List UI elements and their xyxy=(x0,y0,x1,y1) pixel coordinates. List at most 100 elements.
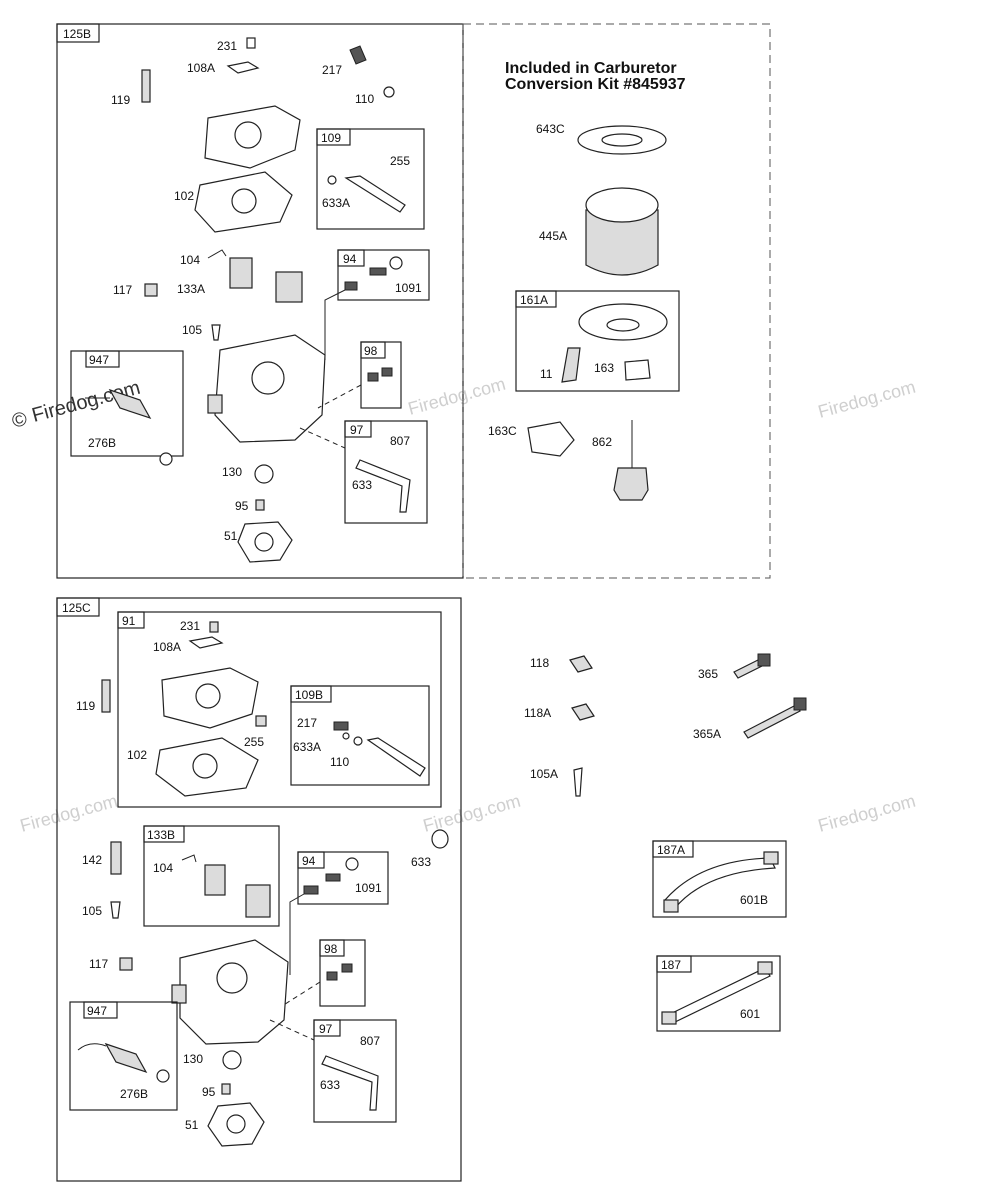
c-part-276B-washer-icon xyxy=(156,1069,170,1083)
tag-98c xyxy=(319,939,345,957)
kit-heading-line2: Conversion Kit #845937 xyxy=(505,76,686,93)
float-left-icon xyxy=(229,257,253,289)
label-633: 633 xyxy=(352,478,372,492)
label-231: 231 xyxy=(217,39,237,53)
part-105A-icon xyxy=(573,767,583,797)
label-276B: 276B xyxy=(88,436,116,450)
body-bore-icon xyxy=(251,361,285,395)
screw-98-icon xyxy=(381,367,393,377)
tag-109B xyxy=(290,685,332,703)
leader-98 xyxy=(317,384,362,409)
c-body-bore-icon xyxy=(216,962,248,994)
label-163: 163 xyxy=(594,361,614,375)
cover-bore-icon xyxy=(234,121,262,149)
frame-133B xyxy=(143,825,280,927)
frame-161A xyxy=(515,290,680,392)
box-label-109: 109 xyxy=(321,131,341,145)
c-label-104: 104 xyxy=(153,861,173,875)
c-label-102: 102 xyxy=(127,748,147,762)
c-cover-bore-icon xyxy=(195,683,221,709)
label-105A: 105A xyxy=(530,767,558,781)
label-118: 118 xyxy=(530,656,549,670)
part-161A-bore-icon xyxy=(606,318,640,332)
c-gasket-bore-icon xyxy=(192,753,218,779)
frame-187A xyxy=(652,840,787,918)
tag-187A xyxy=(652,840,694,858)
part-118A-icon xyxy=(571,703,595,721)
box-label-97c: 97 xyxy=(319,1022,333,1036)
frame-947 xyxy=(70,350,184,457)
label-102: 102 xyxy=(174,189,194,203)
c-label-51: 51 xyxy=(185,1118,199,1132)
tag-125B xyxy=(56,23,100,43)
part-11-tube-icon xyxy=(561,347,581,383)
c-label-633-top: 633 xyxy=(411,855,431,869)
label-11: 11 xyxy=(540,367,553,381)
c-part-633-bushing-icon xyxy=(431,829,449,849)
clamp-187-a-icon xyxy=(661,1011,677,1025)
label-1091: 1091 xyxy=(395,281,422,295)
tag-91 xyxy=(117,611,145,629)
c-label-276B: 276B xyxy=(120,1087,148,1101)
label-119: 119 xyxy=(111,93,130,107)
box-label-94c: 94 xyxy=(302,854,316,868)
kit-heading-line1: Included in Carburetor xyxy=(505,60,677,77)
c-gasket-51-bore-icon xyxy=(226,1114,246,1134)
part-231-icon xyxy=(246,37,256,49)
tag-94 xyxy=(337,249,365,267)
throttle-shaft-97-icon xyxy=(355,459,411,513)
label-365A: 365A xyxy=(693,727,721,741)
c-label-217: 217 xyxy=(297,716,317,730)
frame-125C xyxy=(56,597,462,1182)
c-shaft-109B-icon xyxy=(366,737,426,777)
c-label-142: 142 xyxy=(82,853,102,867)
c-part-1091-icon xyxy=(345,857,359,871)
c-part-105-icon xyxy=(110,901,121,919)
part-163C-gasket-icon xyxy=(527,421,575,457)
c-label-119: 119 xyxy=(76,699,95,713)
c-label-110: 110 xyxy=(330,755,349,769)
box-label-125C: 125C xyxy=(62,601,91,615)
box-label-98: 98 xyxy=(364,344,378,358)
label-365: 365 xyxy=(698,667,718,681)
part-108A-icon xyxy=(226,61,260,74)
box-label-98c: 98 xyxy=(324,942,338,956)
part-862-bracket-icon xyxy=(613,467,649,501)
tag-125C xyxy=(56,597,100,617)
frame-97 xyxy=(344,420,428,524)
gasket-51-bore-icon xyxy=(254,532,274,552)
c-label-633A: 633A xyxy=(293,740,321,754)
box-label-161A: 161A xyxy=(520,293,548,307)
watermark-layer: Firedog.com Firedog.com Firedog.com Fire… xyxy=(10,374,918,836)
part-643C-center-icon xyxy=(601,133,643,147)
c-leader-97 xyxy=(269,1019,315,1041)
part-1091-icon xyxy=(389,256,403,270)
leader-94 xyxy=(324,289,346,360)
c-float-right-icon xyxy=(245,884,271,918)
tag-109 xyxy=(316,128,351,146)
c-part-108A-icon xyxy=(188,636,224,649)
c-label-130: 130 xyxy=(183,1052,203,1066)
label-118A: 118A xyxy=(524,706,551,720)
c-part-119-screw-icon xyxy=(101,679,111,713)
tag-98 xyxy=(360,341,386,359)
tag-133B xyxy=(143,825,185,843)
loose-parts: 118 118A 105A 365 365A 187A 601B 187 601 xyxy=(524,653,807,1032)
label-108A: 108A xyxy=(187,61,215,75)
c-part-110-icon xyxy=(353,736,363,746)
c-label-95: 95 xyxy=(202,1085,216,1099)
section-125B: 125B 231 108A 217 119 110 102 109 255 63… xyxy=(56,23,771,579)
label-110: 110 xyxy=(355,92,374,106)
watermark-copyright: © xyxy=(10,408,30,433)
c-label-231: 231 xyxy=(180,619,200,633)
label-104: 104 xyxy=(180,253,200,267)
frame-94c xyxy=(297,851,389,905)
kit-panel: Included in Carburetor Conversion Kit #8… xyxy=(488,60,686,501)
box-label-91: 91 xyxy=(122,614,136,628)
part-163-gasket-icon xyxy=(624,359,651,381)
c-part-633A-icon xyxy=(342,732,350,740)
watermark: Firedog.com xyxy=(816,377,918,422)
leader-97 xyxy=(299,427,346,449)
label-51: 51 xyxy=(224,529,238,543)
